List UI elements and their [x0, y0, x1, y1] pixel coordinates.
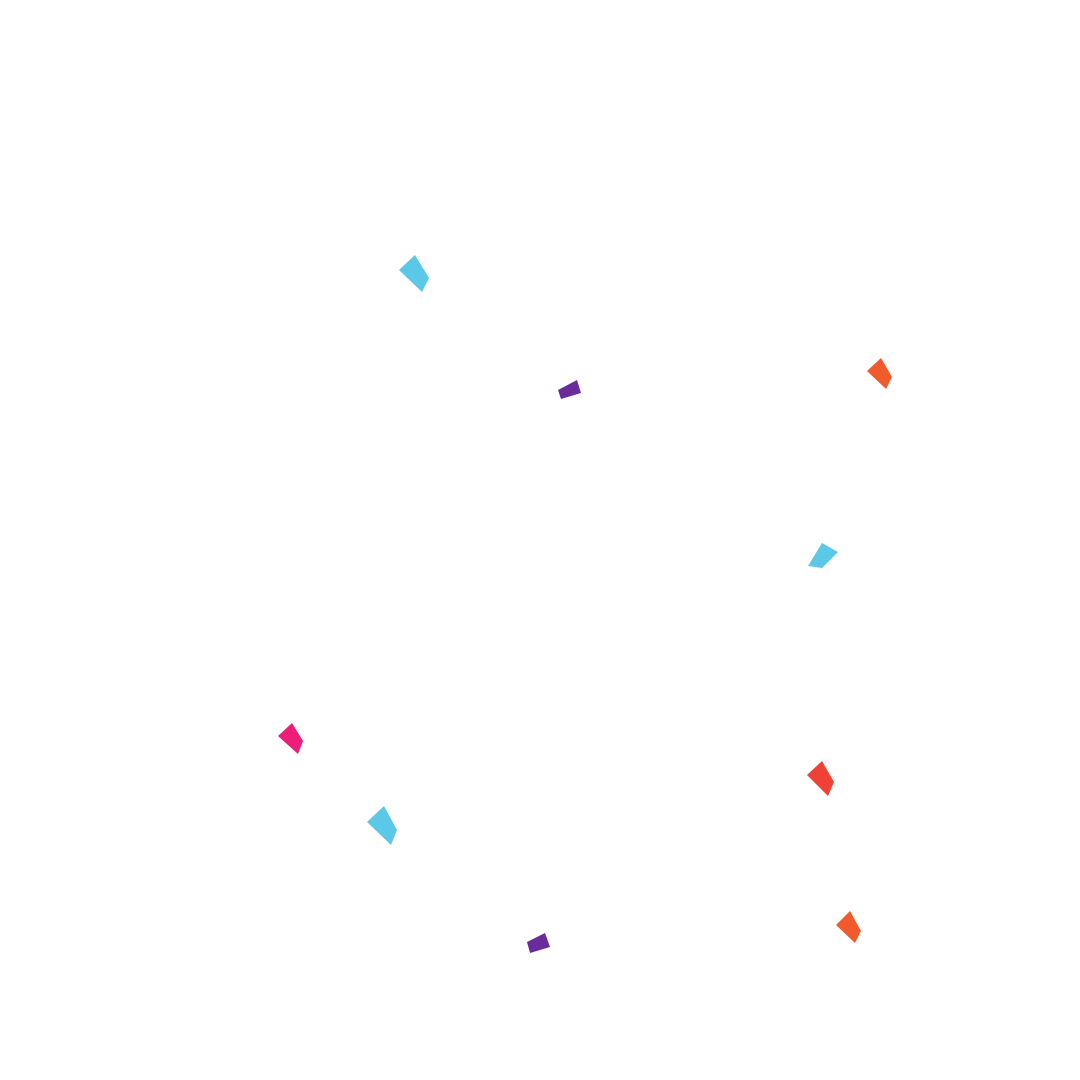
- confetti-piece-purple-1: [558, 380, 581, 399]
- confetti-piece-purple-2: [527, 933, 550, 953]
- confetti-piece-red-1: [807, 761, 834, 796]
- confetti-piece-magenta-1: [278, 723, 303, 754]
- confetti-piece-cyan-3: [367, 806, 397, 845]
- confetti-piece-orange-1: [867, 358, 892, 389]
- confetti-piece-orange-2: [836, 911, 861, 943]
- confetti-piece-cyan-2: [808, 543, 838, 568]
- confetti-piece-cyan-1: [399, 255, 429, 292]
